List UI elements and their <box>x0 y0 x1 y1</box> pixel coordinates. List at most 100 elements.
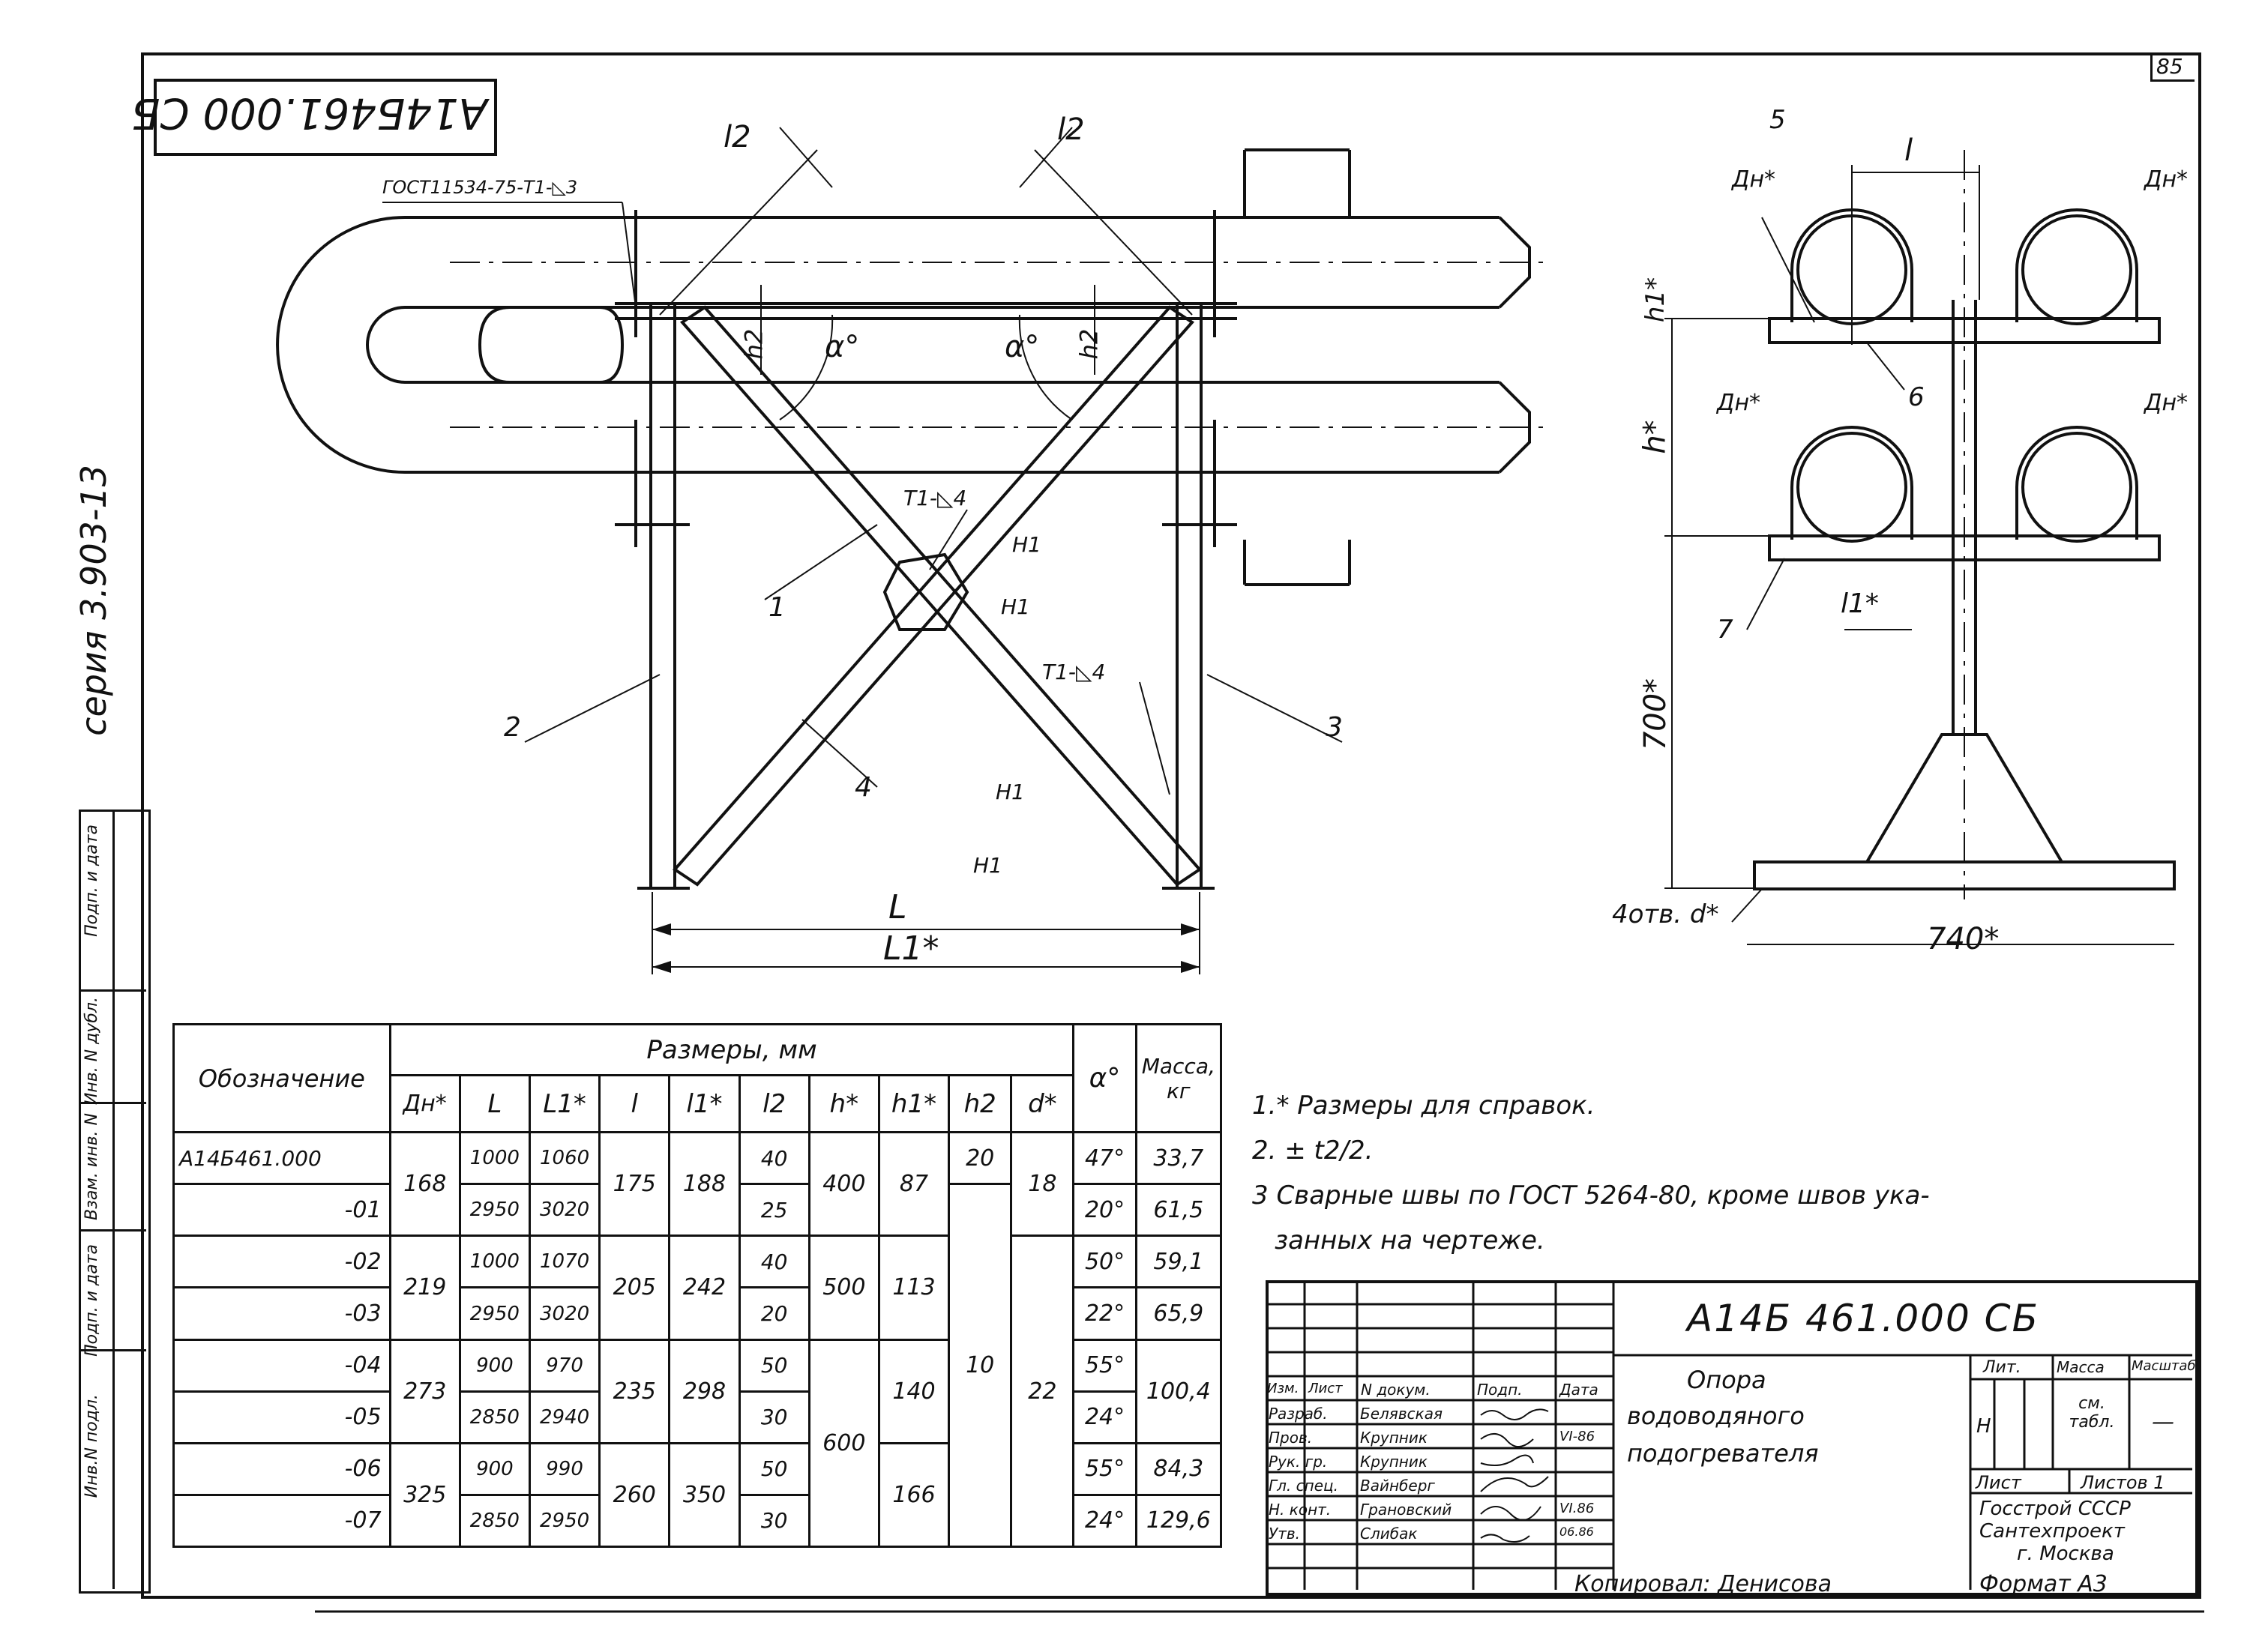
pipe-circle-br <box>2021 432 2132 543</box>
cell-l1: 242 <box>668 1235 741 1341</box>
nozzle-top <box>1243 148 1351 217</box>
page-number: 85 <box>2156 54 2183 79</box>
tb-date-2: VI-86 <box>1559 1429 1595 1444</box>
dim-l2-left: l2 <box>724 120 751 154</box>
cell-l: 235 <box>598 1338 671 1444</box>
weld-h1-label-a: Н1 <box>1012 532 1041 557</box>
tb-role-5: Н. конт. <box>1269 1501 1332 1519</box>
tb-date-6: 06.86 <box>1559 1525 1594 1539</box>
table-row: -01 2950 3020 25 10 20° 61,5 <box>172 1183 1223 1548</box>
tb-hdr-izm: Изм. <box>1267 1381 1299 1396</box>
cell-alpha: 55° <box>1072 1338 1137 1393</box>
table-row: -05 2850 2940 30 24° <box>172 1390 1221 1444</box>
cell-alpha: 55° <box>1072 1441 1137 1496</box>
u-bolt-tr <box>2015 208 2138 322</box>
arrow-L1-left <box>652 961 671 973</box>
cell-L: 2950 <box>458 1286 531 1341</box>
cell-l1: 350 <box>668 1441 741 1549</box>
table-row: А14Б461.000 168 1000 1060 175 188 40 400… <box>172 1131 1223 1238</box>
th-dn: Дн* <box>388 1074 461 1134</box>
gost-weld-note: ГОСТ11534-75-Т1-◺3 <box>382 177 578 198</box>
format-label: Формат А3 <box>1979 1571 2108 1597</box>
cell-dn: 273 <box>388 1338 461 1444</box>
side-pos-5: 5 <box>1769 105 1786 135</box>
cell-h: 600 <box>807 1338 880 1549</box>
cell-mass: 65,9 <box>1134 1286 1223 1341</box>
tb-hdr-list: Лист <box>1308 1381 1343 1396</box>
u-bolt-br <box>2015 426 2138 540</box>
cell-L1: 2950 <box>528 1493 601 1549</box>
cell-d: 18 <box>1010 1131 1075 1238</box>
binding-stamp-sep-4 <box>79 1349 146 1351</box>
arrow-L1-right <box>1181 961 1200 973</box>
weld-h1-label-b: Н1 <box>1001 594 1030 619</box>
cell-l2: 30 <box>738 1493 810 1549</box>
page-number-box <box>2150 54 2195 82</box>
cell-l1: 188 <box>668 1131 741 1238</box>
side-dn-1: Дн* <box>1732 166 1776 193</box>
cell-h2: 20 <box>948 1131 1013 1186</box>
u-bend-inner <box>366 306 645 384</box>
table-row: -07 2850 2950 30 24° 129,6 <box>172 1493 1223 1549</box>
tb-name-1: Белявская <box>1360 1405 1443 1423</box>
cell-mass: 61,5 <box>1134 1183 1223 1238</box>
dim-line-l2-left <box>659 149 818 316</box>
cell-dn: 219 <box>388 1235 461 1341</box>
leader-pos-5 <box>1761 217 1815 323</box>
cell-L: 2850 <box>458 1390 531 1444</box>
tb-name-3: Крупник <box>1360 1453 1428 1471</box>
cell-L: 1000 <box>458 1131 531 1186</box>
tb-hdr-doc: N докум. <box>1361 1381 1431 1399</box>
leader-holes <box>1731 888 1763 923</box>
th-group-dimensions: Размеры, мм <box>388 1022 1075 1077</box>
cell-l2: 50 <box>738 1338 810 1393</box>
cell-d: 22 <box>1010 1235 1075 1548</box>
u-bolt-bl <box>1790 426 1913 540</box>
side-dim-740: 740* <box>1927 922 2000 956</box>
cell-des: -03 <box>172 1286 391 1341</box>
cell-L1: 990 <box>528 1441 601 1496</box>
leader-weld-t1-2 <box>1139 681 1170 795</box>
side-dn-3: Дн* <box>1717 390 1761 416</box>
tb-lit-label: Лит. <box>1983 1358 2021 1377</box>
cell-alpha: 24° <box>1072 1390 1137 1444</box>
note-3-cont: занных на чертеже. <box>1275 1226 1545 1255</box>
table-row: -03 2950 3020 20 22° 65,9 <box>172 1286 1223 1341</box>
weld-t1-label-2: Т1-◺4 <box>1042 660 1106 684</box>
arrow-L-left <box>652 923 671 935</box>
tb-org-2: Сантехпроект <box>1979 1520 2125 1543</box>
signature-4 <box>1480 1476 1549 1492</box>
cell-h2: 10 <box>948 1183 1013 1548</box>
tb-name-2: Крупник <box>1360 1429 1428 1447</box>
tb-org-1: Госстрой СССР <box>1979 1498 2131 1520</box>
tb-name-5: Грановский <box>1360 1501 1452 1519</box>
cell-l2: 25 <box>738 1183 810 1238</box>
cell-L: 2950 <box>458 1183 531 1238</box>
dim-tick-l2-left <box>779 127 833 188</box>
copied-by: Копировал: Денисова <box>1574 1571 1832 1597</box>
cell-L: 2850 <box>458 1493 531 1549</box>
pos-2-label: 2 <box>504 712 521 743</box>
cell-mass: 33,7 <box>1134 1131 1223 1186</box>
side-dn-4: Дн* <box>2144 390 2189 416</box>
angle-alpha-left: α° <box>825 330 860 364</box>
tb-code: А14Б 461.000 СБ <box>1687 1297 2039 1340</box>
u-bend-outer <box>276 216 645 474</box>
tb-scale-value: — <box>2152 1409 2174 1435</box>
cell-alpha: 20° <box>1072 1183 1137 1238</box>
tb-role-6: Утв. <box>1269 1525 1300 1543</box>
weld-h1-label-d: Н1 <box>973 853 1002 878</box>
diagonal-brace-1 <box>679 305 1203 887</box>
th-L: L <box>458 1074 531 1134</box>
binding-stamp-sep-1 <box>79 989 146 992</box>
signature-5 <box>1480 1506 1541 1521</box>
cell-h: 500 <box>807 1235 880 1341</box>
cell-des: -04 <box>172 1338 391 1393</box>
tb-date-5: VI.86 <box>1559 1501 1595 1516</box>
tb-role-1: Разраб. <box>1269 1405 1328 1423</box>
cell-L: 1000 <box>458 1235 531 1289</box>
cell-dn: 168 <box>388 1131 461 1238</box>
